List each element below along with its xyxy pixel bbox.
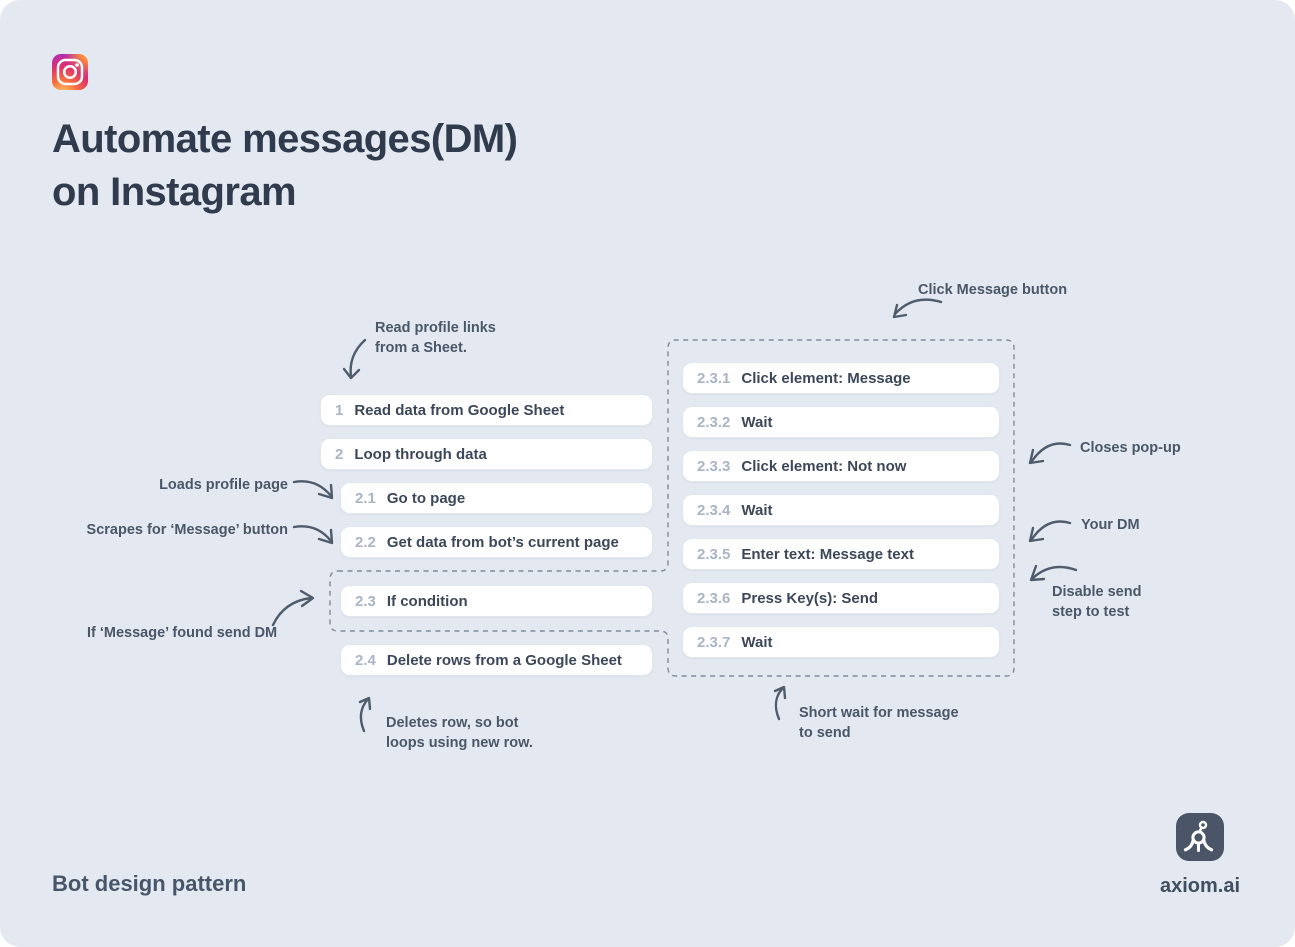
- axiom-bot-claw-icon: [1183, 820, 1214, 852]
- step-number: 2.3.7: [697, 633, 731, 651]
- annotation-disable-send: Disable send step to test: [1052, 584, 1142, 620]
- step-label: Wait: [741, 501, 773, 519]
- step-label: Press Key(s): Send: [741, 589, 879, 607]
- step-label: Wait: [741, 413, 773, 431]
- page-title: Automate messages(DM) on Instagram: [52, 113, 518, 219]
- step-number: 2.3.6: [697, 589, 731, 607]
- step-2-3-6: 2.3.6 Press Key(s): Send: [682, 582, 1000, 614]
- arrow-deletes-row: [358, 696, 372, 733]
- step-2-2: 2.2 Get data from bot’s current page: [340, 526, 653, 558]
- arrow-loads-profile: [292, 480, 334, 500]
- instagram-camera-glyph: [56, 58, 84, 86]
- step-label: Wait: [741, 633, 773, 651]
- arrow-your-dm: [1028, 520, 1072, 543]
- annotation-if-message-found: If ‘Message’ found send DM: [87, 625, 278, 641]
- step-number: 1: [335, 401, 344, 419]
- title-line-1: Automate messages(DM): [52, 117, 518, 161]
- axiom-logo-badge: [1176, 813, 1224, 861]
- arrow-scrapes: [292, 525, 334, 545]
- step-number: 2.3.3: [697, 457, 731, 475]
- step-2-3-3: 2.3.3 Click element: Not now: [682, 450, 1000, 482]
- step-2-3-1: 2.3.1 Click element: Message: [682, 362, 1000, 394]
- step-label: Delete rows from a Google Sheet: [386, 651, 622, 669]
- step-label: Read data from Google Sheet: [354, 401, 565, 419]
- bot-design-pattern-label: Bot design pattern: [52, 871, 247, 896]
- arrow-read-profile: [342, 338, 367, 380]
- step-2-3-4: 2.3.4 Wait: [682, 494, 1000, 526]
- annotation-read-profile-links: Read profile links from a Sheet.: [375, 320, 496, 356]
- arrow-disable-send: [1029, 564, 1078, 582]
- instagram-icon: [52, 54, 88, 90]
- annotation-closes-popup: Closes pop-up: [1080, 440, 1181, 456]
- step-label: Go to page: [386, 489, 466, 507]
- annotation-scrapes-for-message: Scrapes for ‘Message’ button: [86, 522, 288, 538]
- step-number: 2.4: [355, 651, 376, 669]
- step-label: Click element: Message: [741, 369, 911, 387]
- step-number: 2.2: [355, 533, 376, 551]
- step-2-3-7: 2.3.7 Wait: [682, 626, 1000, 658]
- axiom-brand-name: axiom.ai: [1159, 875, 1241, 897]
- title-line-2: on Instagram: [52, 170, 297, 214]
- step-number: 2: [335, 445, 344, 463]
- axiom-brand-block: axiom.ai: [1154, 813, 1246, 898]
- step-number: 2.3.5: [697, 545, 731, 563]
- step-2-3: 2.3 If condition: [340, 585, 653, 617]
- step-2-3-2: 2.3.2 Wait: [682, 406, 1000, 438]
- arrow-closes-popup: [1028, 442, 1072, 465]
- arrow-short-wait: [773, 685, 787, 721]
- step-label: Enter text: Message text: [741, 545, 914, 563]
- annotation-loads-profile-page: Loads profile page: [159, 477, 288, 493]
- annotation-short-wait: Short wait for message to send: [799, 705, 959, 741]
- step-number: 2.3.2: [697, 413, 731, 431]
- arrow-click-message: [892, 298, 943, 319]
- step-2-4: 2.4 Delete rows from a Google Sheet: [340, 644, 653, 676]
- step-label: Loop through data: [354, 445, 487, 463]
- annotation-deletes-row: Deletes row, so bot loops using new row.: [386, 715, 533, 751]
- step-number: 2.3.1: [697, 369, 731, 387]
- step-2-3-5: 2.3.5 Enter text: Message text: [682, 538, 1000, 570]
- step-number: 2.3: [355, 592, 376, 610]
- step-2: 2 Loop through data: [320, 438, 653, 470]
- annotation-your-dm: Your DM: [1081, 517, 1140, 533]
- step-1: 1 Read data from Google Sheet: [320, 394, 653, 426]
- step-number: 2.1: [355, 489, 376, 507]
- step-label: Click element: Not now: [741, 457, 907, 475]
- step-label: If condition: [386, 592, 468, 610]
- arrow-if-message: [271, 589, 315, 627]
- step-label: Get data from bot’s current page: [386, 533, 619, 551]
- step-number: 2.3.4: [697, 501, 731, 519]
- annotation-click-message-button: Click Message button: [918, 282, 1068, 298]
- step-2-1: 2.1 Go to page: [340, 482, 653, 514]
